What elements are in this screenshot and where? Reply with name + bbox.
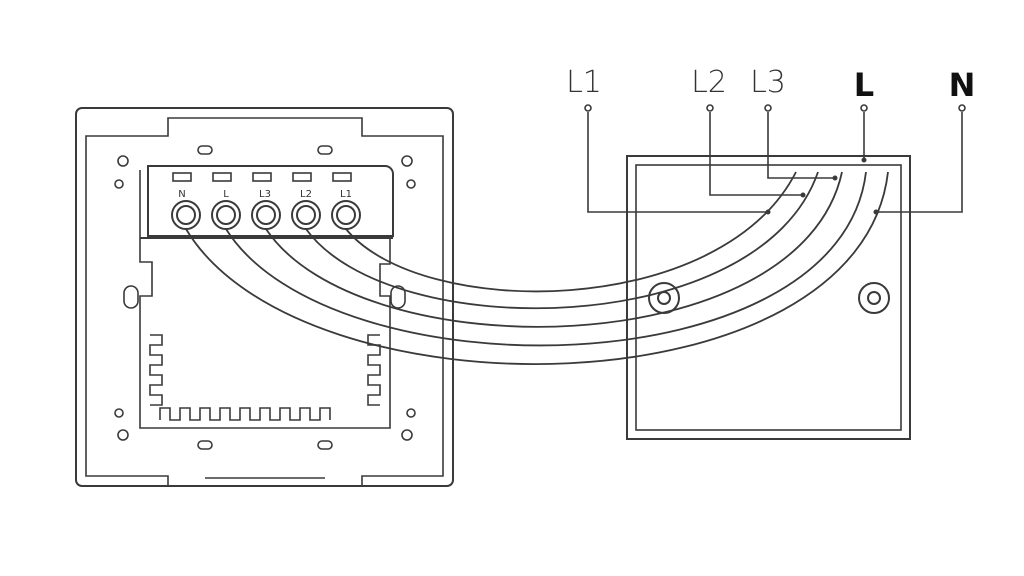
label-l: L	[854, 66, 874, 104]
terminal-tabs	[172, 172, 352, 182]
switch-back-plate	[75, 107, 454, 487]
terminal-label-l: L	[223, 189, 229, 200]
terminal-label-l1: L1	[340, 189, 352, 200]
terminal-label-l3: L3	[259, 189, 271, 200]
label-n: N	[949, 66, 976, 104]
terminal-screws	[171, 200, 361, 230]
terminal-labels: N L L3 L2 L1	[178, 189, 352, 200]
wires	[185, 112, 963, 365]
label-l2: L2	[691, 65, 727, 100]
label-l1: L1	[566, 65, 602, 100]
label-l3: L3	[750, 65, 786, 100]
label-connectors	[584, 104, 966, 112]
terminal-label-l2: L2	[300, 189, 312, 200]
terminal-label-n: N	[178, 189, 185, 200]
